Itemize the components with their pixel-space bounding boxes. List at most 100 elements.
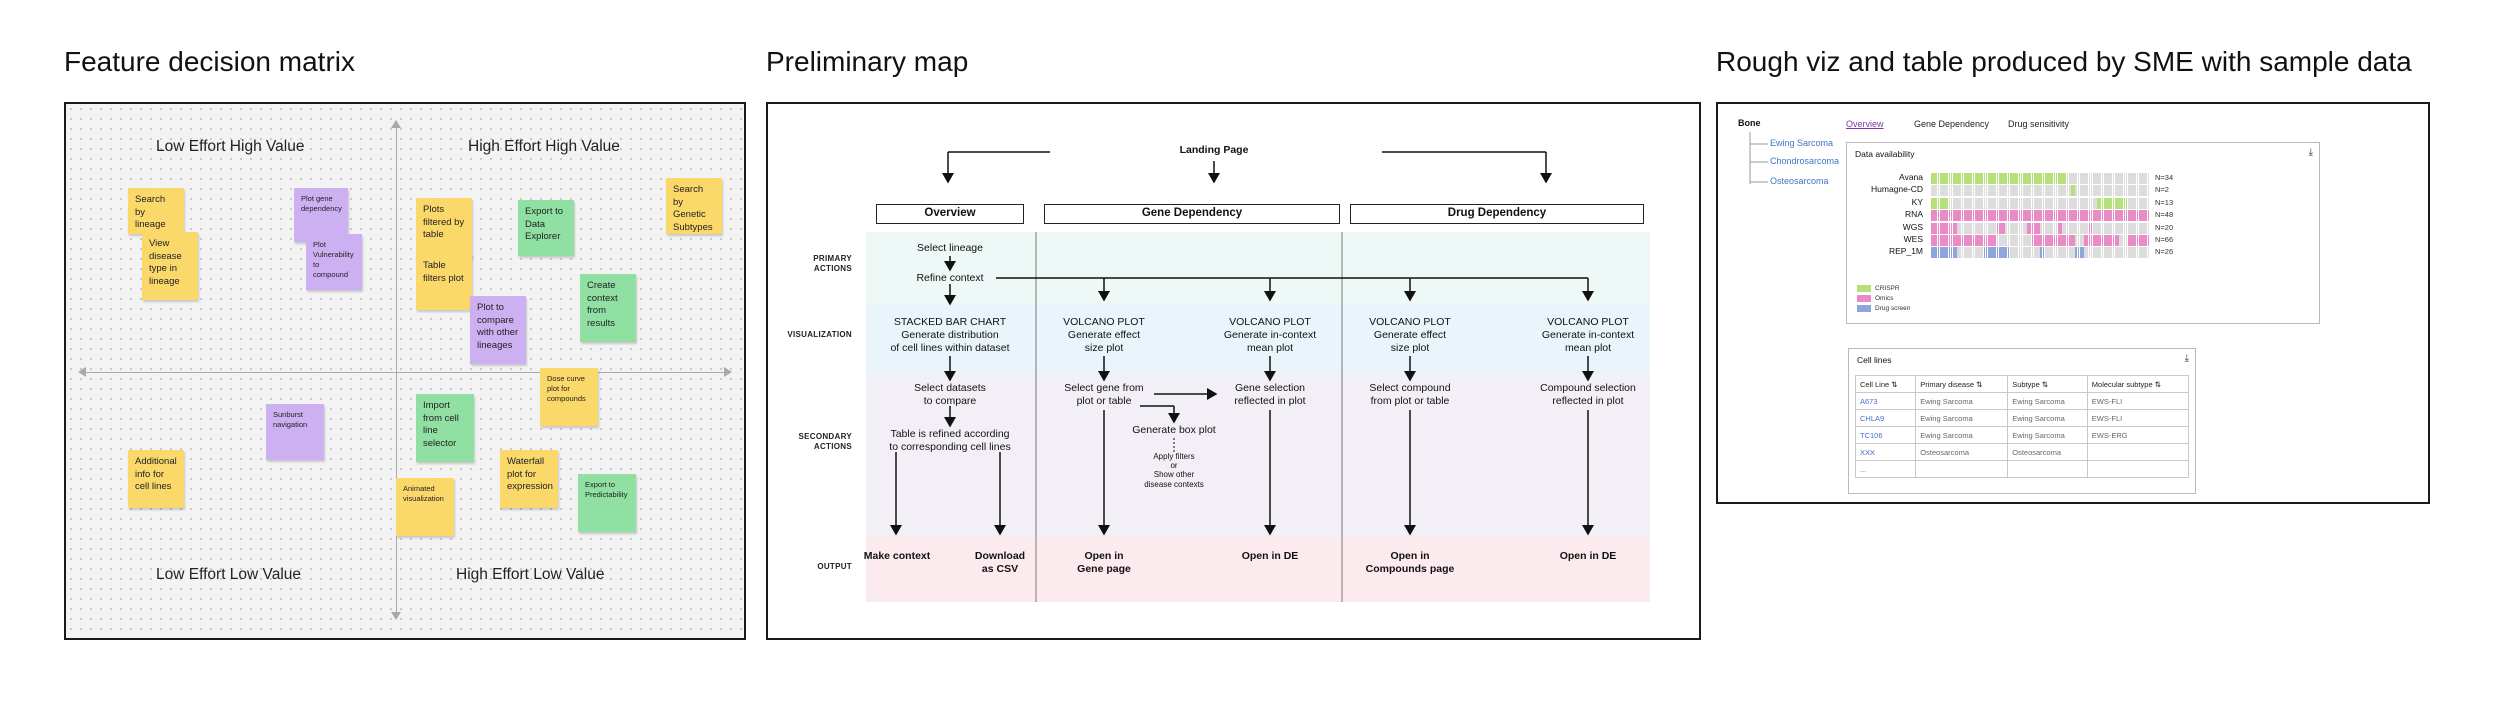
- availability-track: [1931, 173, 2150, 184]
- viz-drug-volcano-effect: VOLCANO PLOT Generate effect size plot: [1369, 316, 1451, 355]
- step-select-gene: Select gene from plot or table: [1064, 382, 1144, 408]
- download-icon[interactable]: ⤓: [2184, 353, 2189, 364]
- sort-icon[interactable]: ⇅: [2154, 379, 2162, 389]
- availability-track: [1931, 247, 2150, 259]
- column-header-molecular-subtype[interactable]: Molecular subtype ⇅: [2086, 375, 2190, 393]
- sticky-note[interactable]: Animated visualization: [396, 478, 454, 536]
- track-label: WES: [1903, 234, 1923, 244]
- table-cell: Ewing Sarcoma: [1915, 392, 2009, 410]
- sticky-note[interactable]: Search by Genetic Subtypes: [666, 178, 722, 234]
- data-availability-title: Data availability: [1855, 149, 1915, 159]
- matrix-section-title: Feature decision matrix: [64, 46, 356, 77]
- cell-line-link[interactable]: A673: [1854, 392, 1917, 410]
- feature-decision-matrix: Low Effort High Value High Effort High V…: [64, 102, 746, 640]
- step-refine-context: Refine context: [916, 272, 984, 284]
- table-cell: Ewing Sarcoma: [2007, 392, 2088, 410]
- band-output: [866, 536, 1650, 602]
- table-cell: Osteosarcoma: [1915, 443, 2009, 461]
- table-cell: Ewing Sarcoma: [2007, 409, 2088, 427]
- column-header-drug-dependency: Drug Dependency: [1350, 204, 1644, 224]
- sticky-note[interactable]: Plots filtered by table: [416, 198, 472, 258]
- track-count: N=48: [2155, 210, 2174, 220]
- viz-section-title: Rough viz and table produced by SME with…: [1716, 46, 2412, 77]
- sticky-note[interactable]: Create context from results: [580, 274, 636, 342]
- column-header-subtype[interactable]: Subtype ⇅: [2007, 375, 2088, 393]
- cell-line-link[interactable]: TC106: [1854, 426, 1917, 444]
- table-cell: Ewing Sarcoma: [2007, 426, 2088, 444]
- availability-track: [1931, 185, 2150, 197]
- tab-drug-sensitivity[interactable]: Drug sensitivity: [2008, 119, 2070, 129]
- row-label-primary-actions: PRIMARY ACTIONS: [813, 254, 852, 274]
- legend-drug-screen: Drug screen: [1875, 305, 1911, 312]
- sticky-note[interactable]: Table filters plot: [416, 254, 472, 310]
- column-header-cell-line[interactable]: Cell Line ⇅: [1854, 375, 1917, 393]
- step-select-lineage: Select lineage: [917, 242, 983, 254]
- availability-track: [1931, 210, 2150, 222]
- table-cell: Ewing Sarcoma: [1915, 409, 2009, 427]
- table-cell: [1915, 460, 2009, 478]
- step-compound-selection-reflected: Compound selection reflected in plot: [1540, 382, 1636, 408]
- table-row: ...: [1854, 460, 2190, 478]
- sticky-note[interactable]: Dose curve plot for compounds: [540, 368, 598, 426]
- sticky-note[interactable]: Search by lineage: [128, 188, 184, 234]
- output-make-context: Make context: [863, 550, 931, 562]
- cell-line-link[interactable]: CHLA9: [1854, 409, 1917, 427]
- step-generate-box-plot: Generate box plot: [1132, 424, 1216, 436]
- viz-gene-volcano-effect: VOLCANO PLOT Generate effect size plot: [1063, 316, 1145, 355]
- table-row: CHLA9 Ewing Sarcoma Ewing Sarcoma EWS-FL…: [1854, 409, 2190, 427]
- viz-gene-volcano-mean: VOLCANO PLOT Generate in-context mean pl…: [1223, 316, 1317, 355]
- tab-gene-dependency[interactable]: Gene Dependency: [1914, 119, 1990, 129]
- effort-axis-vertical: [391, 120, 401, 620]
- cell-line-link[interactable]: XXX: [1854, 443, 1917, 461]
- sticky-note[interactable]: Export to Data Explorer: [518, 200, 574, 256]
- track-count: N=2: [2155, 185, 2169, 195]
- sticky-note[interactable]: Plot to compare with other lineages: [470, 296, 526, 364]
- table-cell: Osteosarcoma: [2007, 443, 2088, 461]
- legend-swatch-omics: [1857, 295, 1871, 302]
- table-cell: Ewing Sarcoma: [1915, 426, 2009, 444]
- landing-page-node: Landing Page: [1179, 144, 1249, 156]
- table-row: XXX Osteosarcoma Osteosarcoma: [1854, 443, 2190, 461]
- step-gene-selection-reflected: Gene selection reflected in plot: [1234, 382, 1306, 408]
- sticky-note[interactable]: Additional info for cell lines: [128, 450, 184, 508]
- table-cell: EWS-FLI: [2086, 392, 2190, 410]
- step-select-datasets: Select datasets to compare: [914, 382, 986, 408]
- table-row: TC106 Ewing Sarcoma Ewing Sarcoma EWS-ER…: [1854, 426, 2190, 444]
- value-axis-horizontal: [78, 367, 732, 377]
- sticky-note[interactable]: Import from cell line selector: [416, 394, 474, 462]
- row-label-output: OUTPUT: [817, 562, 852, 571]
- sticky-note[interactable]: Export to Predictability: [578, 474, 636, 532]
- legend-swatch-drug-screen: [1857, 305, 1871, 312]
- column-header-gene-dependency: Gene Dependency: [1044, 204, 1340, 224]
- download-icon[interactable]: ⤓: [2308, 147, 2313, 158]
- tree-item-chondrosarcoma[interactable]: Chondrosarcoma: [1770, 156, 1840, 166]
- cell-lines-table: Cell Line ⇅ Primary disease ⇅ Subtype ⇅ …: [1854, 375, 2190, 478]
- track-label: WGS: [1902, 221, 1923, 232]
- sticky-note[interactable]: View disease type in lineage: [142, 232, 198, 300]
- output-open-de-drug: Open in DE: [1559, 550, 1617, 562]
- sort-icon[interactable]: ⇅: [2041, 379, 2049, 389]
- table-cell: EWS-ERG: [2086, 426, 2190, 444]
- viz-drug-volcano-mean: VOLCANO PLOT Generate in-context mean pl…: [1541, 316, 1635, 355]
- track-label: REP_1M: [1888, 246, 1923, 257]
- sticky-note[interactable]: Plot Vulnerability to compound: [306, 234, 362, 290]
- sticky-note[interactable]: Waterfall plot for expression: [500, 450, 558, 508]
- availability-track: [1931, 235, 2150, 246]
- track-count: N=66: [2155, 235, 2174, 244]
- quadrant-high-effort-high-value: High Effort High Value: [468, 138, 620, 155]
- rough-viz-panel: Bone Ewing Sarcoma Chondrosarcoma Osteos…: [1716, 102, 2430, 504]
- sticky-note[interactable]: Sunburst navigation: [266, 404, 324, 460]
- column-header-overview: Overview: [876, 204, 1024, 224]
- band-secondary-actions: [866, 374, 1650, 536]
- quadrant-low-effort-low-value: Low Effort Low Value: [156, 566, 302, 583]
- sort-icon[interactable]: ⇅: [1891, 379, 1898, 389]
- tab-overview[interactable]: Overview: [1846, 119, 1884, 129]
- tree-item-osteosarcoma[interactable]: Osteosarcoma: [1770, 176, 1829, 186]
- sort-icon[interactable]: ⇅: [1976, 379, 1983, 389]
- track-label: KY: [1911, 196, 1923, 207]
- tree-item-ewing-sarcoma[interactable]: Ewing Sarcoma: [1770, 138, 1834, 148]
- tree-root-bone[interactable]: Bone: [1738, 118, 1761, 128]
- column-header-primary-disease[interactable]: Primary disease ⇅: [1915, 375, 2009, 393]
- sticky-note[interactable]: Plot gene dependency: [294, 188, 348, 242]
- legend-crispr: CRISPR: [1875, 285, 1900, 292]
